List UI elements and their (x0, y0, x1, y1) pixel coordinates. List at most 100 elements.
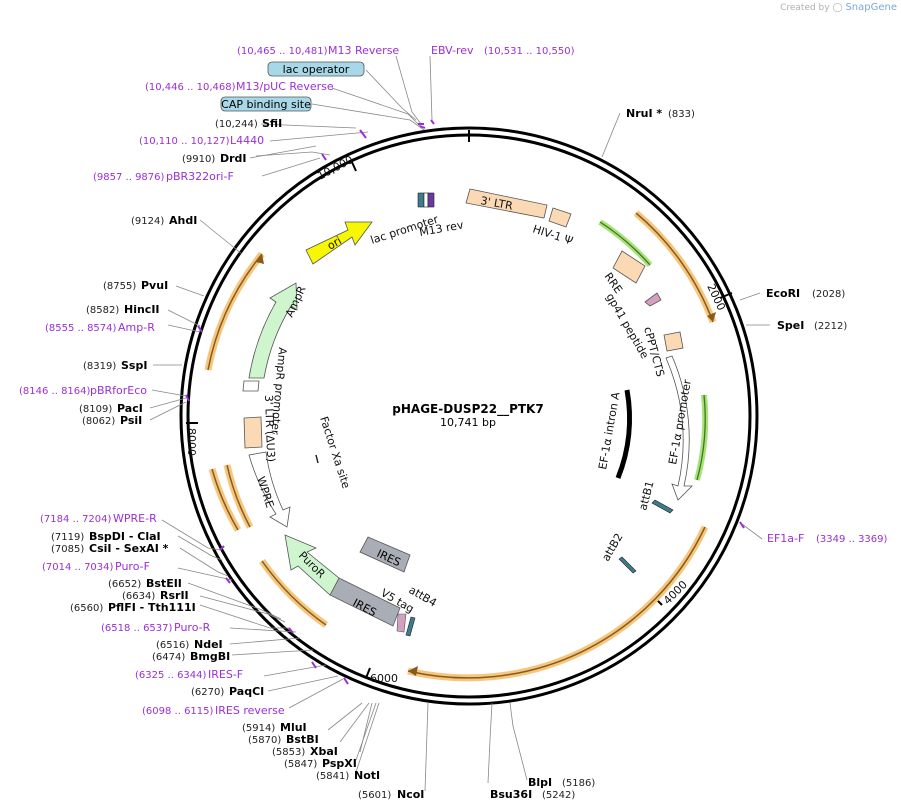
enzyme-spei[interactable]: SpeI (777, 319, 804, 332)
orf-arc-wpre-b-line (226, 464, 251, 528)
enzyme-csii[interactable]: CsiI - SexAI * (89, 542, 169, 555)
promoter-arc-ef1a-line (696, 394, 706, 481)
m13-rev-marker[interactable] (427, 192, 435, 208)
v5-tag-box[interactable] (396, 613, 407, 633)
lac-operator-tag[interactable] (267, 61, 365, 77)
enzyme-nrui[interactable]: NruI * (626, 107, 662, 120)
enzyme-paqci[interactable]: PaqCI (229, 685, 264, 698)
enzyme-drdi[interactable]: DrdI (220, 152, 247, 165)
enzyme-ecori[interactable]: EcoRI (766, 287, 800, 300)
lac-operator-marker[interactable] (417, 192, 425, 208)
cap-binding-site-tag[interactable] (220, 96, 312, 112)
ltr3-du3-label: 3' LTR (ΔU3) (262, 395, 277, 463)
enzyme-ndei-pos: (6516) (156, 640, 189, 651)
gp41-label: gp41 peptide (603, 291, 651, 361)
cap-binding-site-tag-label: CAP binding site (221, 98, 311, 111)
ltr3-box[interactable] (465, 188, 548, 219)
primer-ebv-rev[interactable]: EBV-rev (431, 44, 474, 57)
primer-m13-puc-reverse[interactable]: M13/pUC Reverse (236, 80, 334, 93)
enzyme-pflfi[interactable]: PflFI - Tth111I (108, 601, 196, 614)
enzyme-blpi[interactable]: BlpI (528, 776, 552, 789)
gp41-box[interactable] (644, 292, 662, 307)
enzyme-drdi-pos: (9910) (182, 154, 215, 165)
orf-arrowhead-2000 (707, 312, 716, 322)
enzyme-sspi[interactable]: SspI (121, 359, 147, 372)
lac-promoter-marker[interactable] (423, 192, 429, 208)
primer-amp-r[interactable]: Amp-R (118, 321, 155, 334)
enzyme-xbai-pos: (5853) (272, 747, 305, 758)
enzyme-blpi-pos: (5186) (562, 778, 595, 789)
primer-ires-reverse[interactable]: IRES reverse (215, 704, 285, 717)
enzyme-paci[interactable]: PacI (117, 402, 143, 415)
hiv-psi-box[interactable] (548, 207, 572, 228)
enzyme-psii-pos: (8062) (82, 416, 115, 427)
enzyme-bsteii-pos: (6652) (108, 579, 141, 590)
enzyme-xbai[interactable]: XbaI (310, 745, 338, 758)
leader-lines (149, 55, 770, 792)
primer-amp-r-pos: (8555 .. 8574) (45, 323, 117, 334)
ltr3-label: 3' LTR (479, 194, 514, 213)
enzyme-bsteii[interactable]: BstEII (146, 577, 182, 590)
cppt-box[interactable] (663, 331, 684, 352)
enzyme-noti[interactable]: NotI (354, 769, 380, 782)
factor-xa-label: Factor Xa site (317, 415, 353, 490)
primer-pbr322ori-f[interactable]: pBR322ori-F (166, 170, 234, 183)
primer-ef1a-f[interactable]: EF1a-F (767, 532, 804, 545)
enzyme-bmgbi-pos: (6474) (152, 652, 185, 663)
orf-arc-ampr (204, 251, 265, 371)
orf-arrowhead-4000 (408, 666, 418, 676)
orf-arc-wpre-a-line (211, 468, 239, 531)
ires-inner-box[interactable] (359, 536, 411, 573)
enzyme-mlui[interactable]: MluI (280, 721, 307, 734)
snapgene-credit: Created by ◯ SnapGene (780, 2, 897, 13)
orf-arc-2000-line (635, 212, 714, 323)
primer-l4440[interactable]: L4440 (230, 134, 264, 147)
primer-puro-f[interactable]: Puro-F (115, 560, 150, 573)
lac-operator-tag-label: lac operator (283, 63, 350, 76)
attb1-marker[interactable] (651, 499, 674, 514)
enzyme-bstbi[interactable]: BstBI (286, 733, 319, 746)
primer-pbr322ori-f-pos: (9857 .. 9876) (93, 172, 165, 183)
primer-pbrforeco[interactable]: pBRforEco (90, 384, 147, 397)
credit-brand: SnapGene (845, 2, 897, 13)
ltr3-du3-box[interactable] (243, 416, 263, 449)
primer-wpre-r[interactable]: WPRE-R (113, 512, 157, 525)
tick-label-6000: 6000 (370, 672, 398, 685)
enzyme-pspxi[interactable]: PspXI (322, 757, 357, 770)
attb2-marker[interactable] (618, 556, 637, 574)
enzyme-pvui[interactable]: PvuI (141, 279, 168, 292)
factor-xa-marker[interactable] (315, 454, 319, 464)
primer-ires-reverse-pos: (6098 .. 6115) (142, 706, 214, 717)
wpre-arrow[interactable] (248, 451, 291, 528)
backbone-outer (179, 126, 759, 706)
primer-puro-r[interactable]: Puro-R (174, 621, 211, 634)
enzyme-rsrii-pos: (6634) (122, 591, 155, 602)
primer-m13-reverse[interactable]: M13 Reverse (328, 44, 399, 57)
primer-ires-f[interactable]: IRES-F (208, 668, 243, 681)
enzyme-ahdi[interactable]: AhdI (169, 214, 197, 227)
attb4-marker[interactable] (405, 616, 416, 637)
ef1a-intron-label: EF-1α intron A (596, 391, 622, 471)
puror-arrow[interactable] (284, 534, 340, 596)
enzyme-rsrii[interactable]: RsrII (160, 589, 189, 602)
enzyme-bmgbi[interactable]: BmgBI (190, 650, 230, 663)
tick-label-8000: 8000 (185, 428, 198, 456)
ori-arrow[interactable] (305, 221, 373, 265)
snapgene-logo-icon: ◯ (832, 3, 843, 13)
enzyme-bsu36i[interactable]: Bsu36I (490, 788, 532, 801)
enzyme-bspdi[interactable]: BspDI - ClaI (89, 530, 161, 543)
enzyme-ncoi[interactable]: NcoI (397, 788, 424, 801)
ampr-promoter-box[interactable] (242, 380, 260, 392)
orf-arc-4000-line (407, 526, 706, 679)
tick-10000 (350, 159, 357, 172)
enzyme-psii[interactable]: PsiI (120, 414, 142, 427)
enzyme-ndei[interactable]: NdeI (194, 638, 223, 651)
enzyme-hincii[interactable]: HincII (124, 303, 160, 316)
enzyme-sfii[interactable]: SfiI (262, 117, 282, 130)
ef1a-intron-arc[interactable] (615, 389, 633, 479)
ef1a-promoter-arrow[interactable] (665, 355, 693, 501)
rre-box[interactable] (612, 250, 646, 284)
enzyme-csii-pos: (7085) (51, 544, 84, 555)
tick-marks (186, 130, 733, 679)
ampr-arrow[interactable] (248, 282, 298, 379)
